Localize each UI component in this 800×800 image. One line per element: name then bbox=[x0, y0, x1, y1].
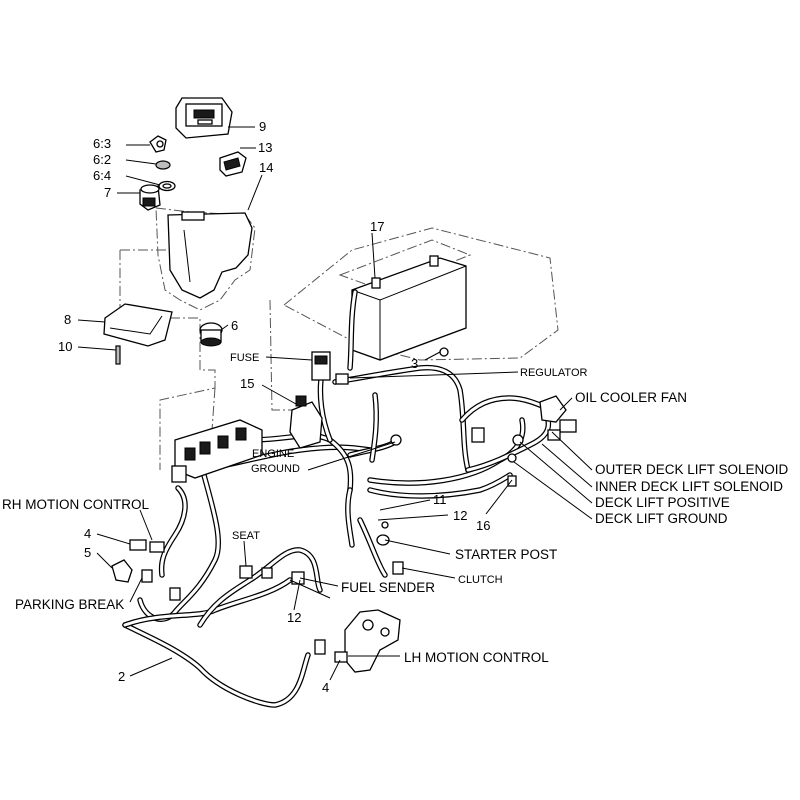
callout-9: 9 bbox=[259, 119, 266, 134]
callout-6: 6 bbox=[231, 318, 238, 333]
panel-to-harness-outline bbox=[269, 299, 300, 411]
callout-4-upper: 4 bbox=[84, 526, 91, 541]
callout-11: 11 bbox=[433, 492, 447, 507]
callout-13: 13 bbox=[258, 140, 272, 155]
label-regulator: REGULATOR bbox=[520, 367, 587, 379]
label-deck-lift-positive: DECK LIFT POSITIVE bbox=[595, 495, 730, 510]
leader-lines bbox=[77, 126, 593, 681]
callout-12-upper: 12 bbox=[453, 508, 467, 523]
key-switch-assembly bbox=[139, 135, 176, 211]
rocker-switch bbox=[219, 151, 247, 177]
label-engine-ground-1: ENGINE bbox=[252, 448, 294, 460]
component-labels: FUSE REGULATOR OIL COOLER FAN OUTER DECK… bbox=[2, 352, 789, 665]
callout-4-lower: 4 bbox=[322, 680, 329, 695]
label-lh-motion-control: LH MOTION CONTROL bbox=[404, 650, 549, 665]
label-inner-deck-lift-solenoid: INNER DECK LIFT SOLENOID bbox=[595, 479, 783, 494]
callout-16: 16 bbox=[476, 518, 490, 533]
label-starter-post: STARTER POST bbox=[455, 547, 557, 562]
callout-6-4: 6:4 bbox=[93, 168, 111, 183]
callout-numbers: 9 6:3 6:2 6:4 7 13 14 17 8 10 6 3 15 11 … bbox=[58, 119, 490, 695]
label-outer-deck-lift-solenoid: OUTER DECK LIFT SOLENOID bbox=[595, 462, 789, 477]
controller-module bbox=[103, 303, 173, 365]
hour-meter-display bbox=[175, 97, 233, 139]
label-oil-cooler-fan: OIL COOLER FAN bbox=[575, 390, 687, 405]
callout-7: 7 bbox=[104, 185, 111, 200]
label-rh-motion-control: RH MOTION CONTROL bbox=[2, 497, 149, 512]
callout-3: 3 bbox=[411, 356, 418, 371]
callout-10: 10 bbox=[58, 339, 72, 354]
callout-6-3: 6:3 bbox=[93, 136, 111, 151]
label-fuse: FUSE bbox=[230, 352, 259, 364]
ignition-switch bbox=[199, 322, 223, 347]
callout-15: 15 bbox=[240, 376, 254, 391]
callout-5: 5 bbox=[84, 545, 91, 560]
label-fuel-sender: FUEL SENDER bbox=[341, 580, 435, 595]
panel-bracket-outline bbox=[119, 249, 216, 470]
callout-8: 8 bbox=[64, 312, 71, 327]
label-parking-break: PARKING BREAK bbox=[15, 597, 124, 612]
callout-6-2: 6:2 bbox=[93, 152, 111, 167]
battery bbox=[347, 255, 467, 371]
console-plate bbox=[167, 211, 253, 299]
label-seat: SEAT bbox=[232, 530, 260, 542]
callout-14: 14 bbox=[259, 160, 273, 175]
callout-12-lower: 12 bbox=[287, 610, 301, 625]
label-clutch: CLUTCH bbox=[458, 574, 503, 586]
callout-2: 2 bbox=[118, 669, 125, 684]
label-engine-ground-2: GROUND bbox=[251, 463, 300, 475]
callout-17: 17 bbox=[370, 219, 384, 234]
label-deck-lift-ground: DECK LIFT GROUND bbox=[595, 511, 728, 526]
